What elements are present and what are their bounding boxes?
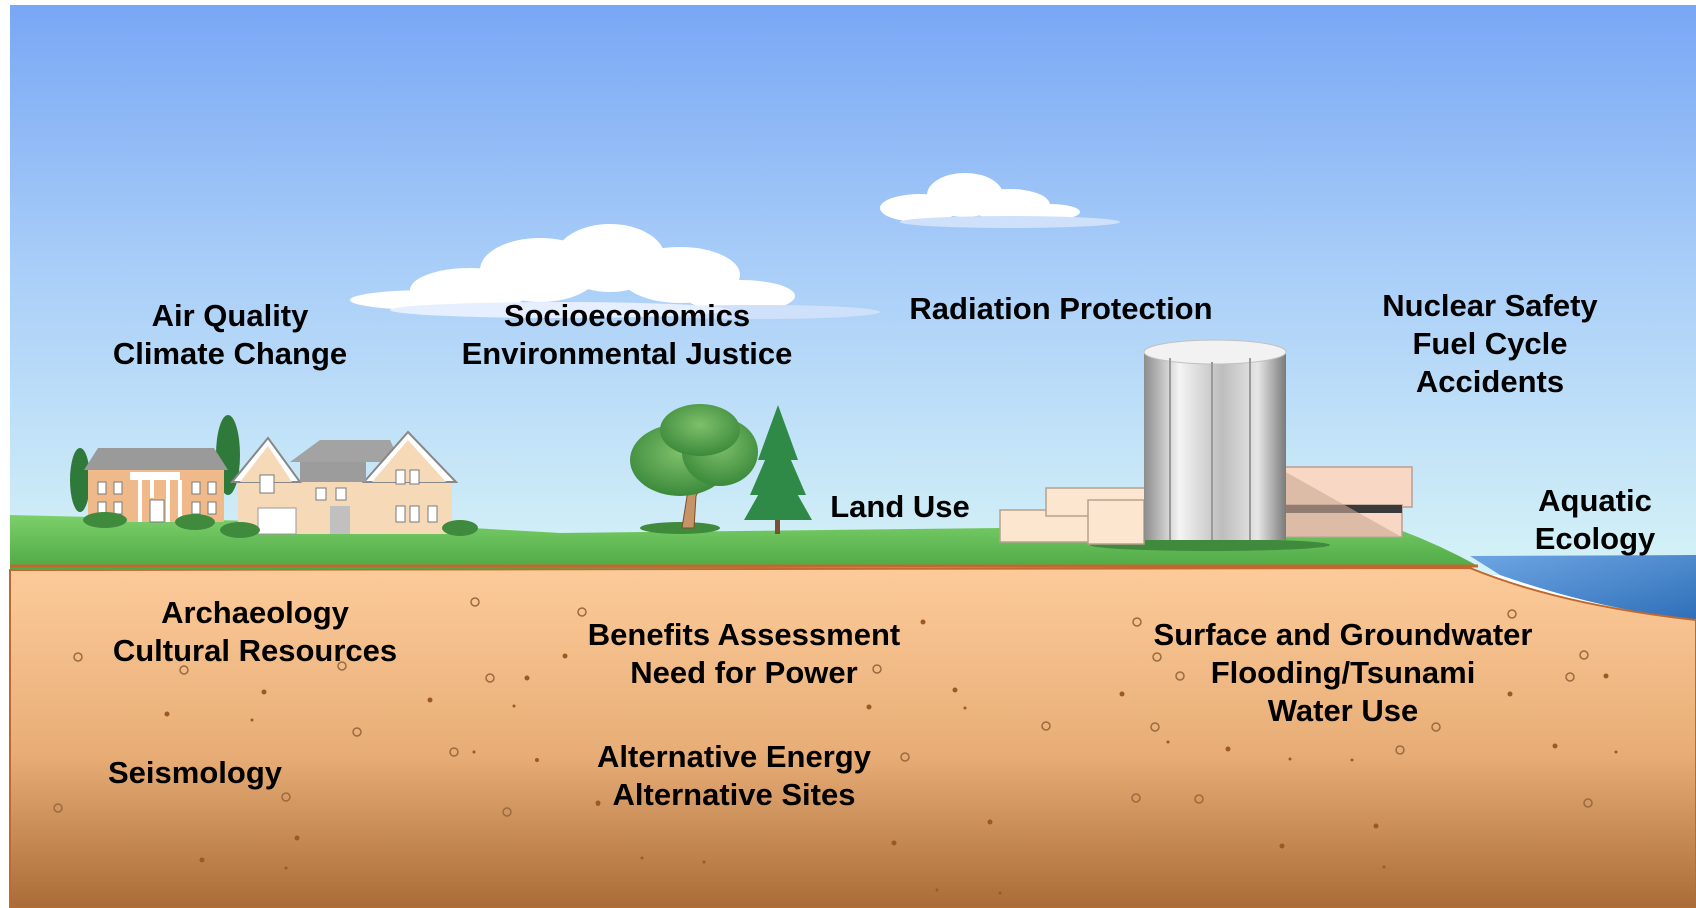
label-nuclear-line-1: Nuclear Safety — [1382, 288, 1598, 323]
label-alternatives-line-2: Alternative Sites — [612, 777, 856, 812]
label-benefits-line-1: Benefits Assessment — [587, 617, 901, 652]
label-nuclear-line-3: Accidents — [1415, 364, 1565, 399]
soil-pebbles — [53, 597, 1593, 817]
water — [1470, 555, 1696, 620]
label-archaeology: Archaeology Cultural Resources — [100, 594, 410, 670]
power-plant — [999, 339, 1413, 551]
label-alternatives: Alternative Energy Alternative Sites — [584, 738, 884, 814]
cloud-large — [350, 224, 880, 319]
label-nuclear-safety: Nuclear Safety Fuel Cycle Accidents — [1370, 287, 1610, 401]
label-water-line-3: Water Use — [1267, 693, 1419, 728]
label-radiation-line-1: Radiation Protection — [909, 291, 1213, 326]
label-aquatic-line-2: Ecology — [1534, 521, 1656, 556]
label-aquatic-line-1: Aquatic — [1538, 483, 1652, 518]
label-socioeconomics: Socioeconomics Environmental Justice — [450, 297, 804, 373]
label-surface-groundwater: Surface and Groundwater Flooding/Tsunami… — [1138, 616, 1548, 730]
houses — [70, 415, 478, 538]
label-seismology-line-1: Seismology — [108, 755, 282, 790]
label-water-line-2: Flooding/Tsunami — [1210, 655, 1476, 690]
label-air-line-1: Air Quality — [151, 298, 309, 333]
label-nuclear-line-2: Fuel Cycle — [1412, 326, 1568, 361]
label-benefits-assessment: Benefits Assessment Need for Power — [574, 616, 914, 692]
label-archaeology-line-1: Archaeology — [161, 595, 349, 630]
soil-specks — [164, 619, 1618, 895]
label-water-line-1: Surface and Groundwater — [1153, 617, 1533, 652]
label-air-line-2: Climate Change — [112, 336, 348, 371]
label-air-quality: Air Quality Climate Change — [100, 297, 360, 373]
label-landuse-line-1: Land Use — [830, 489, 970, 524]
label-benefits-line-2: Need for Power — [630, 655, 858, 690]
label-alternatives-line-1: Alternative Energy — [597, 739, 871, 774]
label-archaeology-line-2: Cultural Resources — [112, 633, 398, 668]
label-aquatic-ecology: Aquatic Ecology — [1520, 482, 1670, 558]
cloud-small — [880, 173, 1120, 228]
label-radiation-protection: Radiation Protection — [898, 290, 1224, 328]
label-seismology: Seismology — [108, 754, 308, 792]
label-socio-line-2: Environmental Justice — [461, 336, 793, 371]
label-land-use: Land Use — [818, 488, 982, 526]
trees — [630, 404, 812, 534]
label-socio-line-1: Socioeconomics — [503, 298, 751, 333]
